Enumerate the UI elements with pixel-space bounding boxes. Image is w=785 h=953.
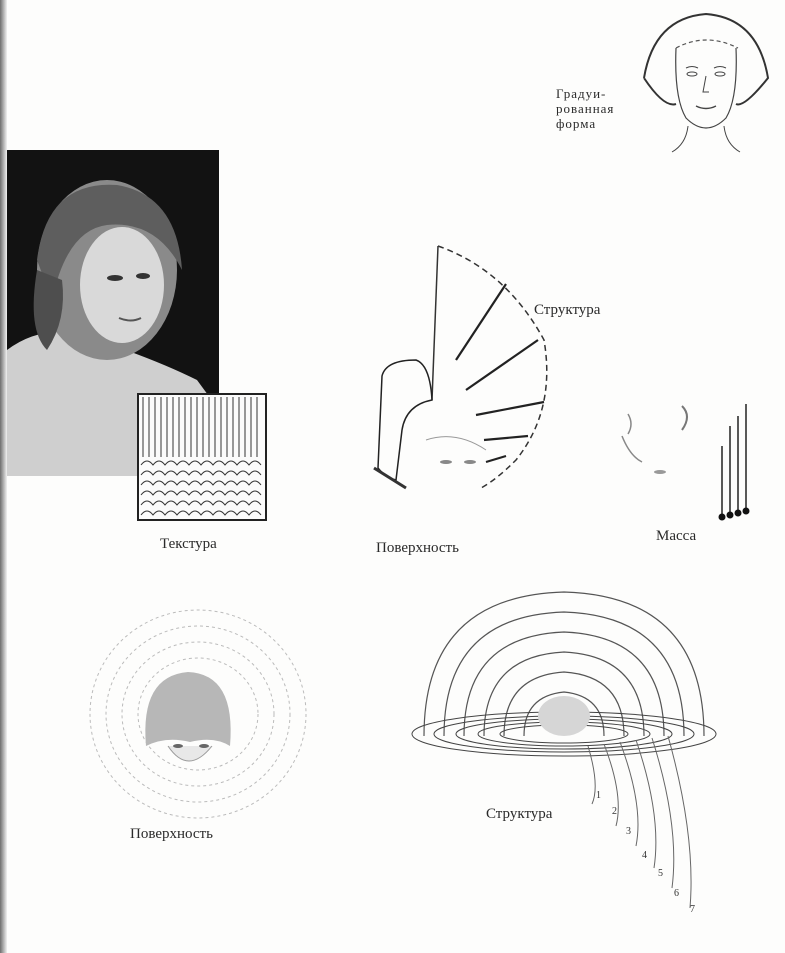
book-spine-shadow [0,0,7,953]
arc-number: 6 [674,888,679,899]
structure-top-caption: Структура [534,302,600,319]
mass-caption: Масса [656,528,696,545]
texture-caption: Текстура [160,536,217,553]
arc-number: 1 [596,790,601,801]
surface-middle-caption: Поверхность [376,540,459,557]
arc-number: 3 [626,826,631,837]
graduated-form-caption-line: рованная [556,101,614,116]
structure-bottom-caption: Структура [486,806,552,823]
arc-number: 2 [612,806,617,817]
graduated-form-caption-line: Градуи- [556,86,614,101]
surface-concentric-diagram [80,596,330,826]
arc-number: 4 [642,850,647,861]
structure-fan-diagram [366,240,556,510]
graduated-form-head-illustration [634,8,779,156]
graduated-form-caption: Градуи- рованная форма [556,86,614,131]
mass-illustration [612,396,762,530]
graduated-form-caption-line: форма [556,116,614,131]
texture-pattern-inset [137,393,267,521]
arc-number: 7 [690,904,695,915]
structure-arcs-diagram [404,576,724,916]
arc-number: 5 [658,868,663,879]
surface-bottom-caption: Поверхность [130,826,213,843]
